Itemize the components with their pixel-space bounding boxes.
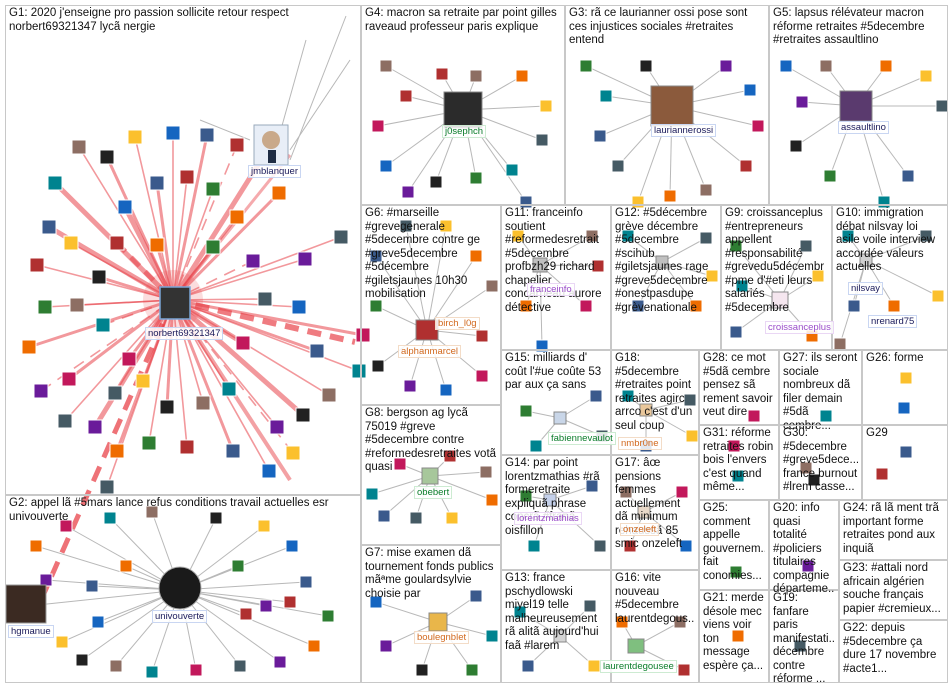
node-label-fabiennevaulot[interactable]: fabiennevaulot [548, 432, 616, 445]
group-label: G3: rã ce laurianner ossi pose sont ces … [569, 7, 765, 48]
group-box-g30: G30: #5decembre #greve5dece... france bu… [779, 425, 862, 500]
group-label: G6: #marseille #grevegenerale #5decembre… [365, 207, 497, 302]
node-label-laurentdegousee[interactable]: laurentdegousee [600, 660, 677, 673]
group-label: G28: ce mot #5dã cembre pensez sã rement… [703, 352, 775, 420]
group-label: G10: immigration débat nilsvay loi asile… [836, 207, 944, 275]
group-box-g22: G22: depuis #5decembre ça dure 17 novemb… [839, 620, 948, 683]
group-label: G30: #5decembre #greve5dece... france bu… [783, 427, 858, 495]
group-box-g8: G8: bergson ag lycã 75019 #greve #5decem… [361, 405, 501, 545]
group-box-g5: G5: lapsus rélévateur macron réforme ret… [769, 5, 948, 205]
group-label: G16: vite nouveau #5decembre laurentdego… [615, 572, 695, 626]
group-label: G17: âœ pensions femmes actuellement dã … [615, 457, 695, 552]
node-label-boulegnblet[interactable]: boulegnblet [414, 631, 469, 644]
group-box-g21: G21: merde désole mec viens voir ton mes… [699, 590, 769, 683]
group-label: G20: info quasi totalité #policiers titu… [773, 502, 835, 597]
node-label-onzeleft[interactable]: onzeleft [620, 523, 659, 536]
group-label: G9: croissanceplus #entrepreneurs appell… [725, 207, 828, 315]
group-box-g4: G4: macron sa retraite par point gilles … [361, 5, 565, 205]
node-label-univouverte[interactable]: univouverte [152, 610, 207, 623]
group-box-g11: G11: franceinfo soutient #reformedesretr… [501, 205, 611, 350]
node-label-hgmanue[interactable]: hgmanue [8, 625, 54, 638]
node-label-franceinfo[interactable]: franceinfo [527, 283, 575, 296]
group-label: G31: réforme retraites robin bois l'enve… [703, 427, 775, 495]
group-box-g28: G28: ce mot #5dã cembre pensez sã rement… [699, 350, 779, 425]
group-box-g6: G6: #marseille #grevegenerale #5decembre… [361, 205, 501, 405]
group-label: G14: par point lorentzmathias #rã former… [505, 457, 607, 538]
group-label: G25: comment appelle gouvernem... fait c… [703, 502, 765, 583]
group-box-g29: G29 [862, 425, 948, 500]
group-label: G15: milliards d' coût l'#ue coûte 53 pa… [505, 352, 607, 393]
group-label: G2: appel lã #5mars lance refus conditio… [9, 497, 357, 524]
group-label: G21: merde désole mec viens voir ton mes… [703, 592, 765, 673]
group-box-g25: G25: comment appelle gouvernem... fait c… [699, 500, 769, 590]
group-label: G4: macron sa retraite par point gilles … [365, 7, 561, 34]
group-label: G19: fanfare paris manifestati... décemb… [773, 592, 835, 687]
node-label-nmbr0ne[interactable]: nmbr0ne [618, 437, 662, 450]
group-label: G24: rã lã ment trã important forme retr… [843, 502, 944, 556]
group-box-g10: G10: immigration débat nilsvay loi asile… [832, 205, 948, 350]
group-label: G12: #5décembre grève décembre #5decembr… [615, 207, 717, 315]
group-label: G13: france pschydlowski miyel19 telle m… [505, 572, 607, 653]
node-label-croissanceplus[interactable]: croissanceplus [765, 321, 834, 334]
node-label-nilsvay[interactable]: nilsvay [848, 282, 883, 295]
node-label-j0sephch[interactable]: j0sephch [442, 125, 486, 138]
node-label-lauriannerossi[interactable]: lauriannerossi [651, 124, 716, 137]
group-label: G26: forme [866, 352, 944, 366]
group-box-g31: G31: réforme retraites robin bois l'enve… [699, 425, 779, 500]
group-box-g24: G24: rã lã ment trã important forme retr… [839, 500, 948, 560]
group-label: G1: 2020 j'enseigne pro passion sollicit… [9, 7, 357, 34]
group-box-g23: G23: #attali nord africain algérien souc… [839, 560, 948, 620]
node-label-assaultlino[interactable]: assaultlino [838, 121, 889, 134]
node-label-birch-l0g[interactable]: birch_l0g [435, 317, 480, 330]
group-label: G23: #attali nord africain algérien souc… [843, 562, 944, 616]
group-label: G11: franceinfo soutient #reformedesretr… [505, 207, 607, 315]
group-label: G29 [866, 427, 944, 441]
group-box-g7: G7: mise examen dã tournement fonds publ… [361, 545, 501, 683]
node-label-jmblanquer[interactable]: jmblanquer [248, 165, 301, 178]
group-label: G5: lapsus rélévateur macron réforme ret… [773, 7, 944, 48]
node-label-alphanmarcel[interactable]: alphanmarcel [398, 345, 461, 358]
group-box-g17: G17: âœ pensions femmes actuellement dã … [611, 455, 699, 570]
node-label-norbert69321347[interactable]: norbert69321347 [145, 327, 223, 340]
group-label: G22: depuis #5decembre ça dure 17 novemb… [843, 622, 944, 676]
group-box-g12: G12: #5décembre grève décembre #5decembr… [611, 205, 721, 350]
group-box-g2: G2: appel lã #5mars lance refus conditio… [5, 495, 361, 683]
group-label: G7: mise examen dã tournement fonds publ… [365, 547, 497, 601]
group-box-g20: G20: info quasi totalité #policiers titu… [769, 500, 839, 590]
group-label: G18: #5decembre #retraites point retrait… [615, 352, 695, 433]
node-label-obebert[interactable]: obebert [414, 486, 452, 499]
group-box-g13: G13: france pschydlowski miyel19 telle m… [501, 570, 611, 683]
group-box-g19: G19: fanfare paris manifestati... décemb… [769, 590, 839, 683]
node-label-lorentzmathias[interactable]: lorentzmathias [514, 512, 582, 525]
group-label: G8: bergson ag lycã 75019 #greve #5decem… [365, 407, 497, 475]
group-box-g26: G26: forme [862, 350, 948, 425]
group-label: G27: ils seront sociale nombreux dã file… [783, 352, 858, 433]
group-box-g1: G1: 2020 j'enseigne pro passion sollicit… [5, 5, 361, 495]
group-box-g27: G27: ils seront sociale nombreux dã file… [779, 350, 862, 425]
node-label-nrenard75[interactable]: nrenard75 [868, 315, 917, 328]
group-box-g3: G3: rã ce laurianner ossi pose sont ces … [565, 5, 769, 205]
